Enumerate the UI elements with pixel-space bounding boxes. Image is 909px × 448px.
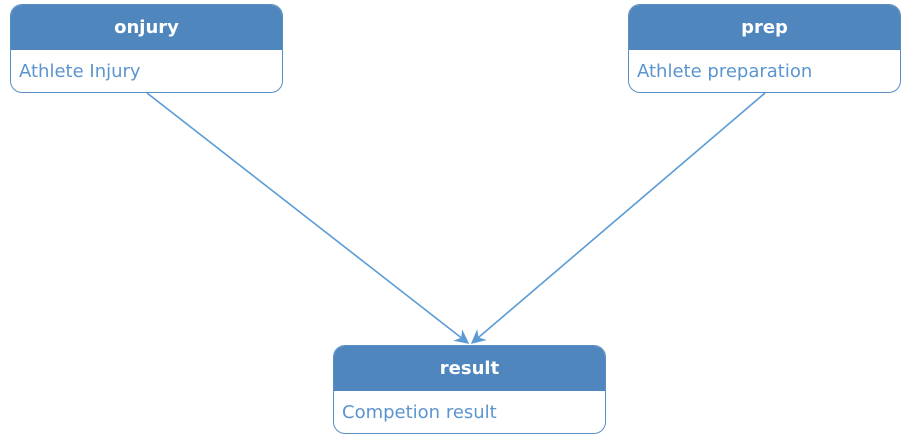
edge-prep-to-result bbox=[470, 92, 766, 344]
node-onjury[interactable]: onjury Athlete Injury bbox=[10, 4, 283, 93]
node-result-description: Competion result bbox=[342, 402, 497, 423]
node-result[interactable]: result Competion result bbox=[333, 345, 606, 434]
node-prep-description: Athlete preparation bbox=[637, 61, 813, 82]
node-prep-title: prep bbox=[629, 5, 900, 50]
node-prep[interactable]: prep Athlete preparation bbox=[628, 4, 901, 93]
node-onjury-description: Athlete Injury bbox=[19, 61, 141, 82]
node-onjury-title: onjury bbox=[11, 5, 282, 50]
node-result-title: result bbox=[334, 346, 605, 391]
edge-onjury-to-result bbox=[146, 92, 470, 344]
